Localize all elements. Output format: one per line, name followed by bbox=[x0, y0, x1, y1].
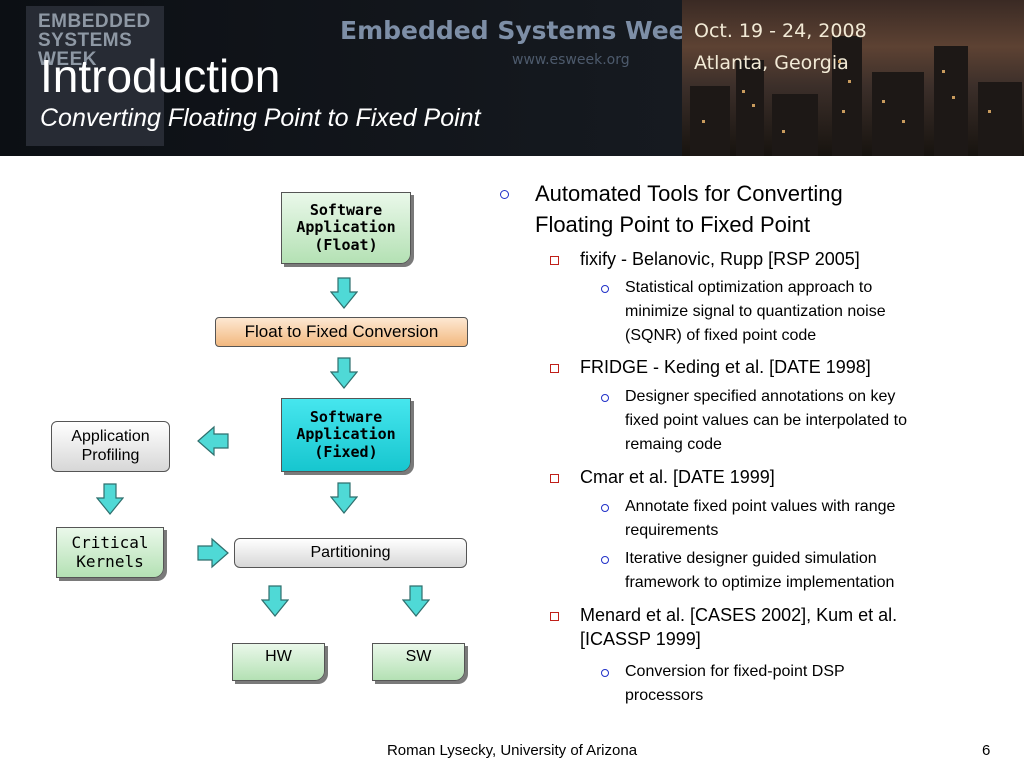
bullet-line: framework to optimize implementation bbox=[625, 574, 895, 591]
bullet-cmar-detail-1: Annotate fixed point values with range r… bbox=[625, 495, 895, 543]
box-line: Profiling bbox=[81, 446, 140, 464]
bullet-circle-icon bbox=[601, 669, 609, 677]
bullet-square-icon bbox=[550, 612, 559, 621]
bullet-line: Statistical optimization approach to bbox=[625, 279, 873, 296]
bullet-square-icon bbox=[550, 474, 559, 483]
bullet-circle-icon bbox=[601, 394, 609, 402]
arrow-down-icon bbox=[330, 357, 358, 389]
bullet-line: Conversion for fixed-point DSP bbox=[625, 663, 845, 680]
box-line: Software bbox=[309, 201, 383, 220]
bullet-fridge: FRIDGE - Keding et al. [DATE 1998] bbox=[580, 357, 871, 377]
conference-location: Atlanta, Georgia bbox=[694, 52, 849, 74]
bullet-line: Designer specified annotations on key bbox=[625, 388, 896, 405]
logo-line-2: SYSTEMS bbox=[38, 30, 133, 51]
box-label: HW bbox=[265, 648, 292, 665]
bullet-line: Floating Point to Fixed Point bbox=[535, 212, 811, 237]
bullet-circle-icon bbox=[601, 556, 609, 564]
partitioning-box: Partitioning bbox=[234, 538, 467, 568]
bullet-line: (SQNR) of fixed point code bbox=[625, 327, 817, 344]
bullet-circle-icon bbox=[601, 285, 609, 293]
bullet-line: Automated Tools for Converting bbox=[535, 181, 843, 206]
bullet-line: Iterative designer guided simulation bbox=[625, 550, 877, 567]
conference-title: Embedded Systems Week bbox=[340, 16, 703, 45]
bullet-menard-detail: Conversion for fixed-point DSP processor… bbox=[625, 660, 845, 708]
box-line: Application bbox=[296, 425, 396, 444]
logo-line-3: WEEK bbox=[38, 49, 97, 70]
box-line: Software bbox=[309, 408, 383, 427]
application-profiling-box: Application Profiling bbox=[51, 421, 170, 472]
arrow-left-icon bbox=[197, 425, 229, 457]
bullet-fixify-detail: Statistical optimization approach to min… bbox=[625, 276, 886, 348]
bullet-line: minimize signal to quantization noise bbox=[625, 303, 886, 320]
bullet-square-icon bbox=[550, 256, 559, 265]
software-application-float-box: Software Application (Float) bbox=[281, 192, 411, 264]
box-line: Application bbox=[296, 218, 396, 237]
arrow-down-icon bbox=[330, 277, 358, 309]
page-number: 6 bbox=[982, 742, 991, 759]
bullet-line: requirements bbox=[625, 522, 719, 539]
header-banner: EMBEDDED SYSTEMS WEEK Embedded Systems W… bbox=[0, 0, 1024, 156]
box-line: (Float) bbox=[314, 235, 378, 254]
arrow-down-icon bbox=[402, 585, 430, 617]
sw-box: SW bbox=[372, 643, 465, 681]
bullet-cmar: Cmar et al. [DATE 1999] bbox=[580, 467, 775, 487]
bullet-line: Menard et al. [CASES 2002], Kum et al. bbox=[580, 605, 898, 625]
bullet-line: processors bbox=[625, 687, 704, 704]
box-line: (Fixed) bbox=[314, 442, 378, 461]
bullet-automated-tools: Automated Tools for Converting Floating … bbox=[535, 178, 843, 240]
esweek-logo bbox=[26, 6, 164, 146]
arrow-down-icon bbox=[261, 585, 289, 617]
hw-box: HW bbox=[232, 643, 325, 681]
logo-text: EMBEDDED SYSTEMS WEEK bbox=[38, 12, 151, 69]
box-label: Float to Fixed Conversion bbox=[244, 322, 439, 342]
city-skyline-image bbox=[682, 0, 1024, 156]
box-line: Application bbox=[71, 428, 150, 446]
box-label: SW bbox=[405, 648, 432, 665]
bullet-square-icon bbox=[550, 364, 559, 373]
arrow-right-icon bbox=[197, 537, 229, 569]
bullet-fridge-detail: Designer specified annotations on key fi… bbox=[625, 385, 907, 457]
bullet-line: remaing code bbox=[625, 436, 722, 453]
bullet-cmar-detail-2: Iterative designer guided simulation fra… bbox=[625, 547, 894, 595]
box-line: Critical bbox=[71, 533, 149, 553]
footer-author: Roman Lysecky, University of Arizona bbox=[386, 742, 638, 759]
box-line: Kernels bbox=[76, 551, 144, 571]
critical-kernels-box: Critical Kernels bbox=[56, 527, 164, 578]
slide-title: Introduction bbox=[40, 50, 281, 102]
bullet-line: fixed point values can be interpolated t… bbox=[625, 412, 907, 429]
bullet-line: Annotate fixed point values with range bbox=[625, 498, 896, 515]
logo-line-1: EMBEDDED bbox=[38, 11, 151, 32]
bullet-menard: Menard et al. [CASES 2002], Kum et al. [… bbox=[580, 603, 897, 651]
box-label: Partitioning bbox=[310, 544, 391, 561]
conference-date: Oct. 19 - 24, 2008 bbox=[694, 20, 867, 42]
float-to-fixed-conversion-box: Float to Fixed Conversion bbox=[215, 317, 468, 347]
bullet-fixify: fixify - Belanovic, Rupp [RSP 2005] bbox=[580, 249, 860, 269]
bullet-line: [ICASSP 1999] bbox=[580, 629, 701, 649]
bullet-circle-icon bbox=[601, 504, 609, 512]
bullet-circle-icon bbox=[500, 190, 509, 199]
conference-url: www.esweek.org bbox=[512, 52, 630, 68]
arrow-down-icon bbox=[96, 483, 124, 515]
slide-subtitle: Converting Floating Point to Fixed Point bbox=[40, 104, 481, 132]
software-application-fixed-box: Software Application (Fixed) bbox=[281, 398, 411, 472]
arrow-down-icon bbox=[330, 482, 358, 514]
